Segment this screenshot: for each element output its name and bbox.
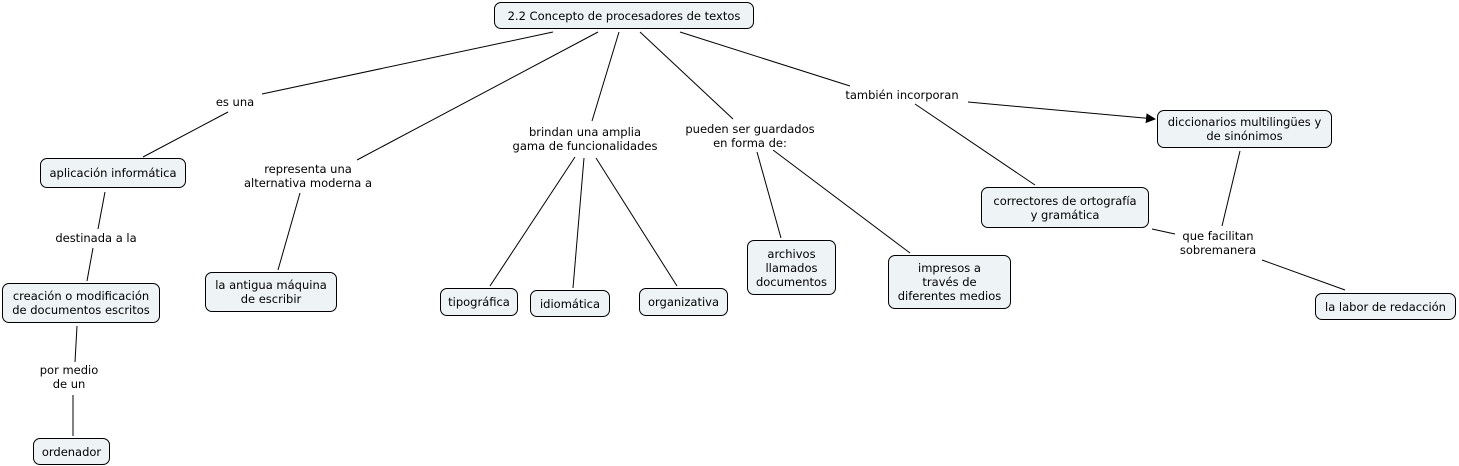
- connector: [756, 151, 782, 239]
- connector: [277, 192, 301, 271]
- connector: [86, 247, 94, 282]
- connector: [772, 149, 911, 254]
- connector: [591, 31, 620, 122]
- concept-tipografica[interactable]: tipográfica: [440, 288, 518, 316]
- connector: [1261, 259, 1346, 291]
- connector: [74, 325, 78, 363]
- connector: [1151, 228, 1176, 235]
- connector: [356, 31, 599, 161]
- concept-title[interactable]: 2.2 Concepto de procesadores de textos: [494, 2, 754, 29]
- concept-labor[interactable]: la labor de redacción: [1315, 293, 1456, 320]
- link-label-tambien[interactable]: también incorporan: [843, 88, 961, 102]
- connector: [142, 111, 229, 158]
- concept-organizativa[interactable]: organizativa: [639, 288, 728, 316]
- connector: [914, 103, 1036, 186]
- concept-correctores[interactable]: correctores de ortografía y gramática: [981, 187, 1149, 228]
- link-label-pueden[interactable]: pueden ser guardados en forma de:: [683, 122, 817, 150]
- link-label-es-una[interactable]: es una: [213, 95, 257, 109]
- concept-creacion[interactable]: creación o modificación de documentos es…: [2, 283, 160, 323]
- connector: [1221, 150, 1241, 227]
- connector: [679, 31, 851, 87]
- concept-archivos[interactable]: archivos llamados documentos: [747, 240, 836, 295]
- link-label-brindan[interactable]: brindan una amplia gama de funcionalidad…: [510, 125, 660, 153]
- connector: [572, 157, 585, 289]
- concept-diccionarios[interactable]: diccionarios multilingües y de sinónimos: [1157, 110, 1332, 148]
- concept-aplicacion[interactable]: aplicación informática: [40, 158, 186, 188]
- concept-ordenador[interactable]: ordenador: [33, 438, 110, 465]
- concept-impresos[interactable]: impresos a través de diferentes medios: [888, 255, 1011, 309]
- link-label-representa[interactable]: representa una alternativa moderna a: [241, 162, 375, 190]
- concept-idiomatica[interactable]: idiomática: [530, 290, 610, 317]
- connector: [261, 31, 554, 95]
- link-label-por-medio[interactable]: por medio de un: [37, 363, 101, 391]
- connector: [97, 191, 106, 230]
- link-label-destinada[interactable]: destinada a la: [53, 231, 139, 245]
- connector: [489, 156, 576, 287]
- link-label-facilitan[interactable]: que facilitan sobremanera: [1177, 229, 1259, 257]
- connector: [595, 157, 678, 287]
- connector-arrow: [967, 101, 1156, 124]
- concept-maquina[interactable]: la antigua máquina de escribir: [205, 272, 337, 312]
- connector: [639, 31, 734, 120]
